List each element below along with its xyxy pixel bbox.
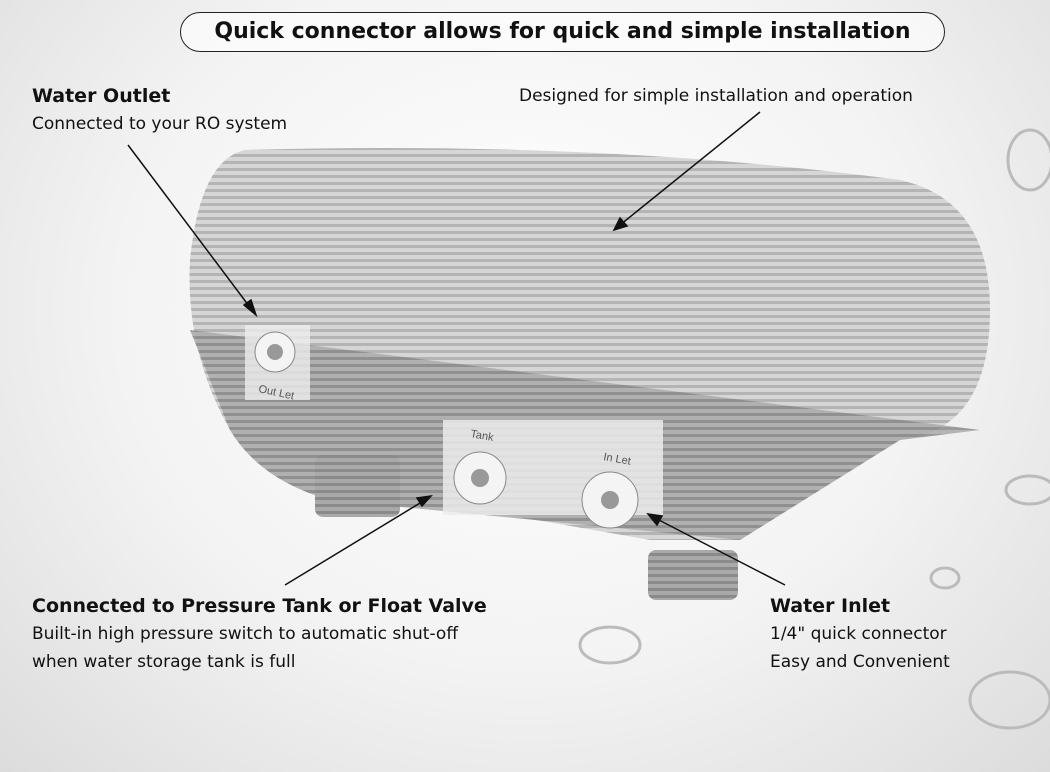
- water-inlet-heading: Water Inlet: [770, 595, 891, 617]
- inlet-line2: Easy and Convenient: [770, 652, 950, 672]
- water-droplets: [578, 128, 1050, 730]
- tank-port-label: Tank: [469, 428, 494, 444]
- foot-left: [315, 455, 400, 517]
- inlet-connector: [581, 471, 639, 529]
- water-outlet-callout: Water Outlet Connected to your RO system: [32, 82, 287, 138]
- page-title: Quick connector allows for quick and sim…: [180, 12, 945, 52]
- tank-arrow: [284, 499, 426, 586]
- foot-right: [648, 550, 738, 600]
- callout-arrows: [127, 111, 786, 586]
- inlet-line1: 1/4" quick connector: [770, 624, 947, 644]
- tank-heading: Connected to Pressure Tank or Float Valv…: [32, 595, 487, 617]
- tank-line2: when water storage tank is full: [32, 652, 296, 672]
- tank-line1: Built-in high pressure switch to automat…: [32, 624, 459, 644]
- inlet-port-label: In Let: [602, 451, 631, 468]
- tank-connector: [453, 451, 507, 505]
- outlet-connector: [254, 331, 296, 373]
- water-outlet-text: Connected to your RO system: [32, 114, 288, 134]
- tank-callout: Connected to Pressure Tank or Float Valv…: [32, 592, 487, 676]
- design-arrow: [619, 111, 761, 226]
- inlet-arrow: [654, 517, 786, 586]
- outlet-arrow: [127, 144, 253, 311]
- water-outlet-heading: Water Outlet: [32, 85, 171, 107]
- water-inlet-callout: Water Inlet 1/4" quick connector Easy an…: [770, 592, 950, 676]
- design-callout: Designed for simple installation and ope…: [519, 86, 913, 106]
